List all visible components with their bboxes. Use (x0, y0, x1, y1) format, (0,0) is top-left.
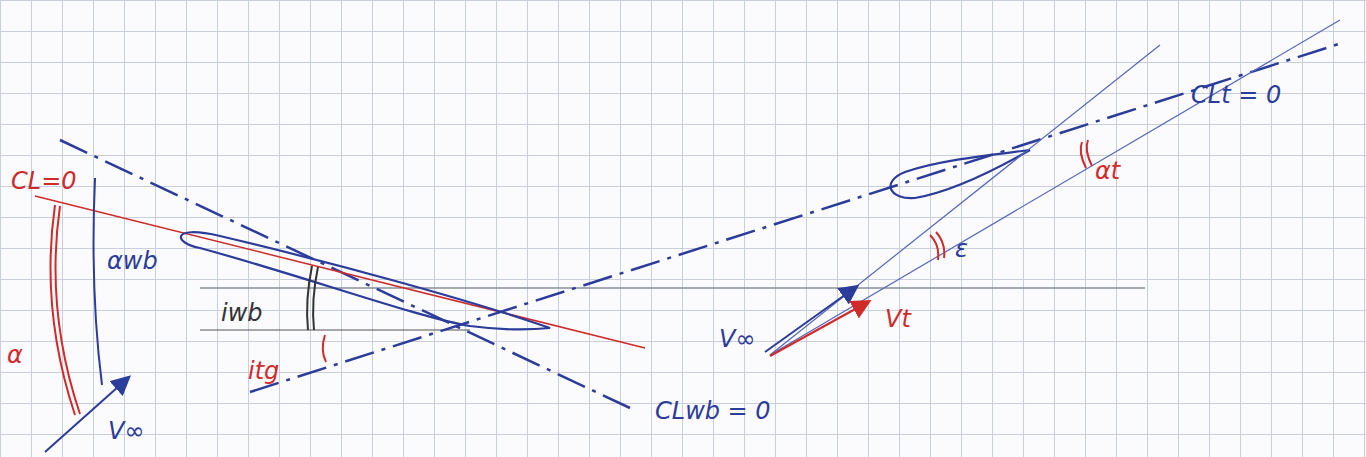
flow-line (770, 20, 1340, 355)
angle-arc (936, 232, 944, 258)
angle-arc (930, 235, 938, 260)
angle-arc (1081, 142, 1086, 168)
angle-arc (1087, 140, 1092, 166)
line-label: CLwb = 0 (652, 398, 774, 424)
angle-label: ε (952, 236, 971, 262)
angle-label: iwb (218, 300, 266, 326)
angle-arc (323, 335, 326, 362)
angle-arc (307, 266, 312, 330)
tail-airfoil (891, 150, 1030, 198)
zero-lift-line (35, 196, 645, 348)
wing-airfoil (181, 232, 550, 329)
velocity-arrow (765, 287, 856, 352)
line-label: CLt = 0 (1188, 82, 1284, 108)
angle-label: itg (245, 358, 282, 384)
angle-label: αwb (104, 248, 161, 274)
angle-arc (313, 267, 318, 330)
angle-label: α (4, 342, 26, 368)
angle-label: αt (1092, 158, 1123, 184)
line-label: CL=0 (8, 168, 80, 194)
velocity-label: V∞ (105, 418, 147, 444)
angle-arc (56, 206, 81, 414)
angle-arc (94, 178, 102, 385)
reference-line (200, 287, 1145, 289)
reference-line (200, 329, 470, 330)
flow-line (770, 45, 1160, 355)
velocity-label: Vt (882, 306, 914, 332)
velocity-arrow (770, 302, 868, 356)
velocity-label: V∞ (716, 326, 758, 352)
